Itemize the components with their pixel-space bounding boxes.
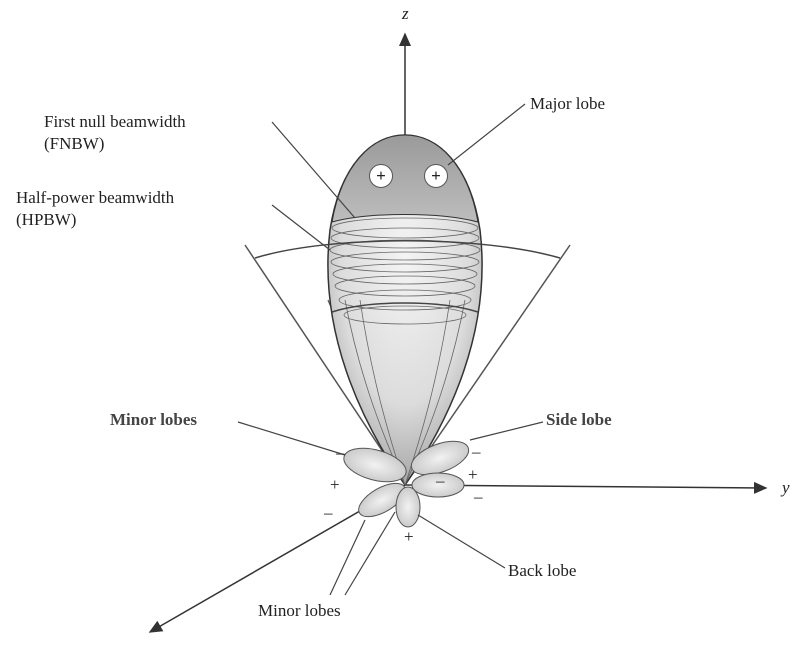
plus-sign-bottom: + (404, 528, 414, 546)
plus-sign-right: + (468, 466, 478, 484)
major-lobe-cap (332, 135, 478, 222)
minus-sign-center: – (436, 472, 445, 490)
fnbw-label-line1: First null beamwidth (44, 112, 186, 132)
z-axis-label: z (402, 4, 409, 24)
minor-lobes-upper-leader (238, 422, 345, 455)
minus-sign-upper-left: – (336, 444, 345, 462)
major-lobe-plus-sign-1: + (369, 164, 393, 188)
hpbw-label-line2: (HPBW) (16, 210, 76, 230)
hpbw-leader (272, 205, 330, 250)
major-lobe-label: Major lobe (530, 94, 605, 114)
side-lobe-label: Side lobe (546, 410, 612, 430)
major-lobe-plus-sign-2: + (424, 164, 448, 188)
minus-sign-right-lower: – (474, 488, 483, 506)
minor-lobes-upper-label: Minor lobes (110, 410, 197, 430)
minus-sign-lower-left: – (324, 504, 333, 522)
minor-lobes-lower-label: Minor lobes (258, 601, 341, 621)
y-axis-label: y (782, 478, 790, 498)
fnbw-label-line2: (FNBW) (44, 134, 104, 154)
hpbw-label-line1: Half-power beamwidth (16, 188, 174, 208)
back-lobe-leader (418, 515, 505, 568)
minus-sign-right-upper: – (472, 443, 481, 461)
plus-sign-left: + (330, 476, 340, 494)
fnbw-leader (272, 122, 355, 218)
minor-lobes-lower-leader-1 (330, 520, 365, 595)
back-lobe (396, 487, 420, 527)
major-lobe-leader (448, 104, 525, 165)
side-lobe-leader (470, 422, 543, 440)
minor-lobes-lower-leader-2 (345, 512, 395, 595)
back-lobe-label: Back lobe (508, 561, 576, 581)
